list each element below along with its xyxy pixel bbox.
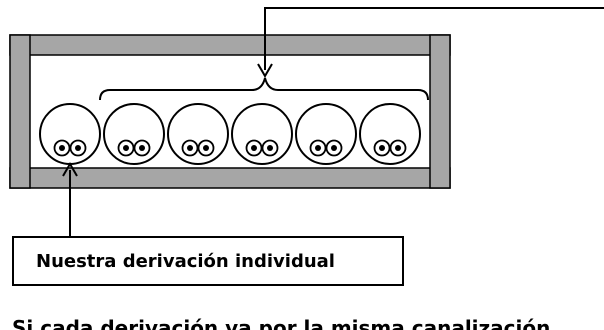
wire-core bbox=[315, 145, 321, 151]
wire-core bbox=[331, 145, 337, 151]
conduit bbox=[231, 103, 293, 165]
wire-core bbox=[203, 145, 209, 151]
individual-conduit bbox=[39, 103, 101, 165]
tray-right-wall bbox=[429, 34, 451, 189]
conduit bbox=[167, 103, 229, 165]
wire-core bbox=[187, 145, 193, 151]
tray-bottom-wall bbox=[9, 167, 451, 189]
wire-core bbox=[379, 145, 385, 151]
wire-core bbox=[123, 145, 129, 151]
individual-pointer-arrowhead bbox=[62, 162, 78, 177]
brace-pointer-line bbox=[264, 7, 604, 70]
conduit bbox=[295, 103, 357, 165]
cable-tray bbox=[9, 34, 451, 189]
brace-pointer-arrowhead bbox=[257, 63, 273, 78]
tray-top-wall bbox=[9, 34, 451, 56]
wire-core bbox=[139, 145, 145, 151]
bottom-caption: Si cada derivación va por la misma canal… bbox=[12, 316, 551, 330]
wire-core bbox=[251, 145, 257, 151]
tray-left-wall bbox=[9, 34, 31, 189]
individual-derivation-label: Nuestra derivación individual bbox=[36, 250, 335, 272]
wire-core bbox=[395, 145, 401, 151]
wire-core bbox=[75, 145, 81, 151]
wire-core bbox=[59, 145, 65, 151]
individual-derivation-label-box: Nuestra derivación individual bbox=[12, 236, 404, 286]
wire-core bbox=[267, 145, 273, 151]
conduit bbox=[359, 103, 421, 165]
conduit bbox=[103, 103, 165, 165]
conduit-group bbox=[39, 103, 421, 165]
brace bbox=[99, 77, 429, 101]
